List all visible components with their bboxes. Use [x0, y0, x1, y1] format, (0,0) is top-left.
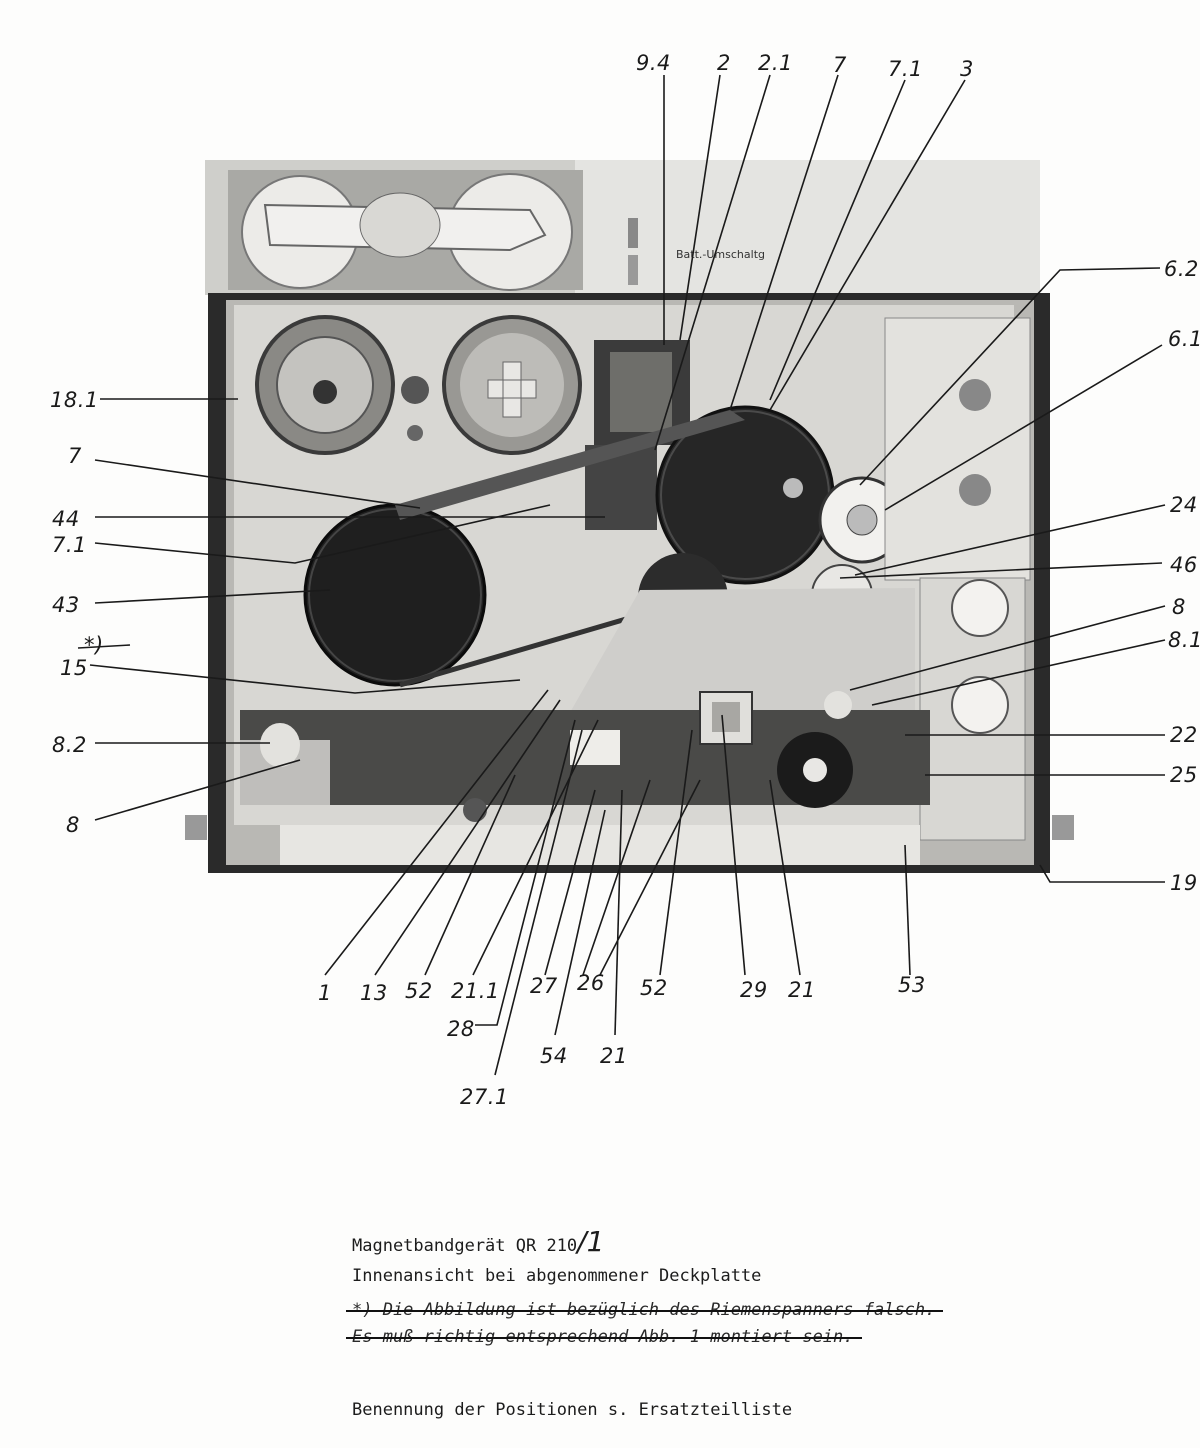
- callout-52-a: 52: [405, 979, 433, 1003]
- callout-19: 19: [1170, 871, 1198, 895]
- callout-2: 2: [717, 51, 731, 75]
- flywheel-left: [303, 503, 487, 687]
- callout-15: 15: [60, 656, 88, 680]
- callout-25: 25: [1170, 763, 1198, 787]
- callout-8-2: 8.2: [52, 733, 87, 757]
- callout-2-1: 2.1: [758, 51, 793, 75]
- callout-3: 3: [960, 57, 974, 81]
- callout-9-4: 9.4: [636, 51, 671, 75]
- callout-29: 29: [740, 978, 768, 1002]
- callout-26: 26: [577, 971, 605, 995]
- callout-1: 1: [318, 981, 332, 1005]
- callout-28: 28: [447, 1017, 475, 1041]
- callouts-top: 9.4 2 2.1 7 7.1 3: [636, 51, 974, 81]
- leader-lines: [77, 74, 1166, 1076]
- callout-asterisk: *): [84, 633, 104, 657]
- knob-upper: [951, 579, 1009, 637]
- callout-8-right: 8: [1172, 595, 1186, 619]
- callout-53: 53: [898, 973, 926, 997]
- callout-8-1: 8.1: [1168, 628, 1200, 652]
- callout-7-1: 7.1: [888, 57, 923, 81]
- callout-21-b: 21: [600, 1044, 628, 1068]
- batt-switch-label: Batt.-Umschaltg: [676, 248, 765, 261]
- caption-title: Magnetbandgerät QR 210/1: [352, 1225, 604, 1258]
- callout-22: 22: [1170, 723, 1198, 747]
- callout-43: 43: [52, 593, 80, 617]
- callout-13: 13: [360, 981, 388, 1005]
- struck-note-line-2: Es muß richtig entsprechend Abb. 1 monti…: [346, 1327, 862, 1347]
- caption-subtitle: Innenansicht bei abgenommener Deckplatte: [352, 1266, 762, 1286]
- strike-line-2: [346, 1337, 862, 1339]
- callouts-right: 6.2 6.1 24 46 8 8.1 22 25 19: [1164, 257, 1200, 895]
- callout-52-b: 52: [640, 976, 668, 1000]
- callout-46: 46: [1170, 553, 1198, 577]
- knob-lower: [951, 676, 1009, 734]
- callouts-left: 18.1 7 44 7.1 43 *) 15 8.2 8: [50, 388, 104, 837]
- callout-6-1: 6.1: [1168, 327, 1200, 351]
- callout-27: 27: [530, 974, 558, 998]
- tape-recorder-diagram: Batt.-Umschaltg: [50, 51, 1200, 1109]
- callout-8-left: 8: [66, 813, 80, 837]
- struck-note-line-1: *) Die Abbildung ist bezüglich des Rieme…: [346, 1300, 944, 1320]
- caption-title-handwritten: /1: [577, 1225, 605, 1258]
- callout-18-1: 18.1: [50, 388, 99, 412]
- callout-7-1-left: 7.1: [52, 533, 87, 557]
- caption-title-text: Magnetbandgerät QR 210: [352, 1236, 578, 1256]
- callout-44: 44: [52, 507, 80, 531]
- callout-54: 54: [540, 1044, 568, 1068]
- callout-24: 24: [1170, 493, 1198, 517]
- device-photo: Batt.-Umschaltg: [185, 160, 1074, 873]
- strike-line-1: [346, 1310, 944, 1312]
- callout-7-left: 7: [68, 444, 82, 468]
- callout-21-1: 21.1: [451, 979, 500, 1003]
- callout-21-a: 21: [788, 978, 816, 1002]
- callout-27-1: 27.1: [460, 1085, 509, 1109]
- callouts-bottom: 1 13 52 21.1 27 26 52 29 21 53 28 54 21 …: [318, 971, 926, 1109]
- caption-footer: Benennung der Positionen s. Ersatzteilli…: [352, 1400, 793, 1420]
- callout-7: 7: [833, 53, 847, 77]
- callout-6-2: 6.2: [1164, 257, 1199, 281]
